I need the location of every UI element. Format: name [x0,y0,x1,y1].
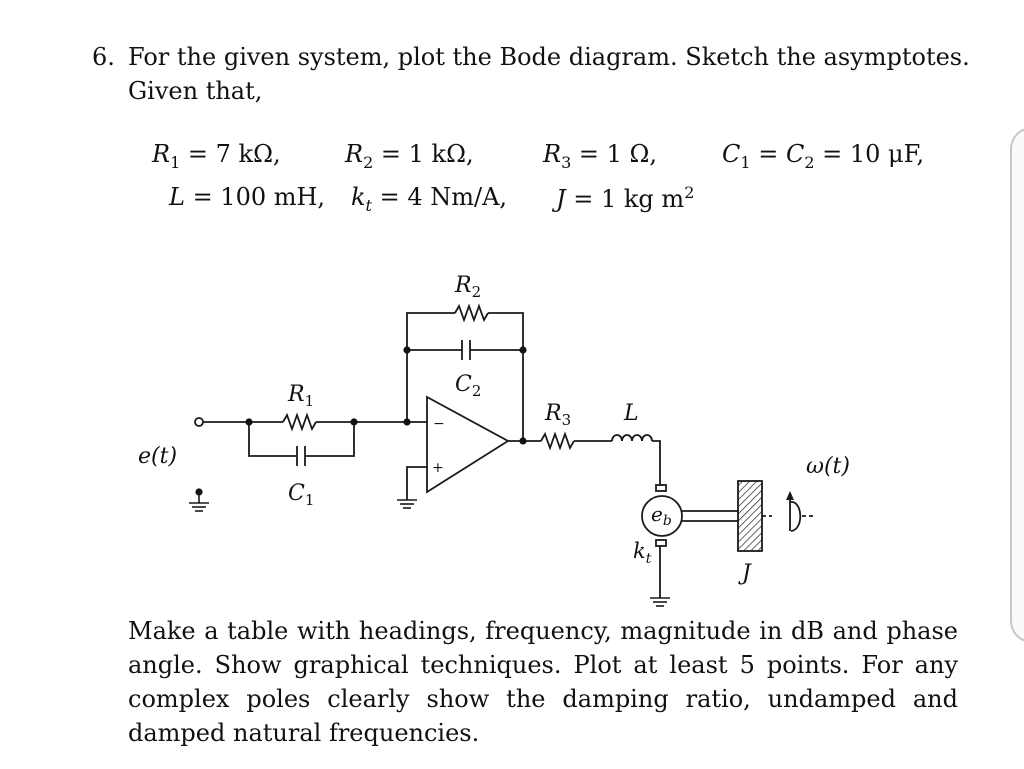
problem-statement: 6. For the given system, plot the Bode di… [92,40,972,108]
given-c1-c2: C1 = C2 = 10 μF, [722,140,925,172]
problem-number: 6. [92,43,115,71]
op-amp [426,395,510,494]
junction-dot [350,418,358,426]
label-eb: eb [651,502,672,529]
opamp-ground-symbol [397,499,417,509]
label-kt: kt [633,539,652,567]
noninverting-ground-wire [406,466,427,500]
input-terminal [194,417,204,427]
label-l: L [623,401,639,426]
label-c2: C2 [455,372,481,400]
input-ground-symbol [189,492,209,512]
problem-line-1: 6. For the given system, plot the Bode di… [92,40,972,74]
r1-resistor [282,412,317,432]
given-r1: R1 = 7 kΩ, [152,140,281,172]
label-et: e(t) [138,444,177,469]
side-scroll-panel[interactable] [1010,127,1024,643]
given-values: R1 = 7 kΩ, R2 = 1 kΩ, R3 = 1 Ω, C1 = C2 … [0,0,1024,240]
l-inductor [611,434,653,442]
label-j: J [738,561,752,586]
rotation-arc [789,501,802,532]
motor-ground-symbol [650,597,670,607]
r3-resistor [540,431,575,451]
given-j: J = 1 kg m2 [556,183,695,213]
junction-dot [245,418,253,426]
junction-dot [519,437,527,445]
label-r3: R3 [544,401,571,429]
instructions-paragraph: Make a table with headings, frequency, m… [128,617,958,747]
motor [641,495,683,537]
problem-text-1: For the given system, plot the Bode diag… [128,43,970,71]
label-c1: C1 [288,481,314,509]
junction-dot [403,418,411,426]
problem-line-2: Given that, [128,77,263,105]
given-r3: R3 = 1 Ω, [543,140,658,172]
label-omega: ω(t) [806,454,850,479]
junction-dot [403,346,411,354]
given-r2: R2 = 1 kΩ, [345,140,474,172]
opamp-plus: + [432,460,444,476]
r2-resistor [454,303,489,323]
rotation-arrowhead [786,491,794,500]
inertia-block [737,480,763,552]
opamp-minus: − [433,416,445,432]
junction-dot [519,346,527,354]
given-l: L = 100 mH, [169,183,326,211]
given-kt: kt = 4 Nm/A, [351,183,508,215]
label-r2: R2 [454,273,481,301]
label-r1: R1 [287,382,314,410]
